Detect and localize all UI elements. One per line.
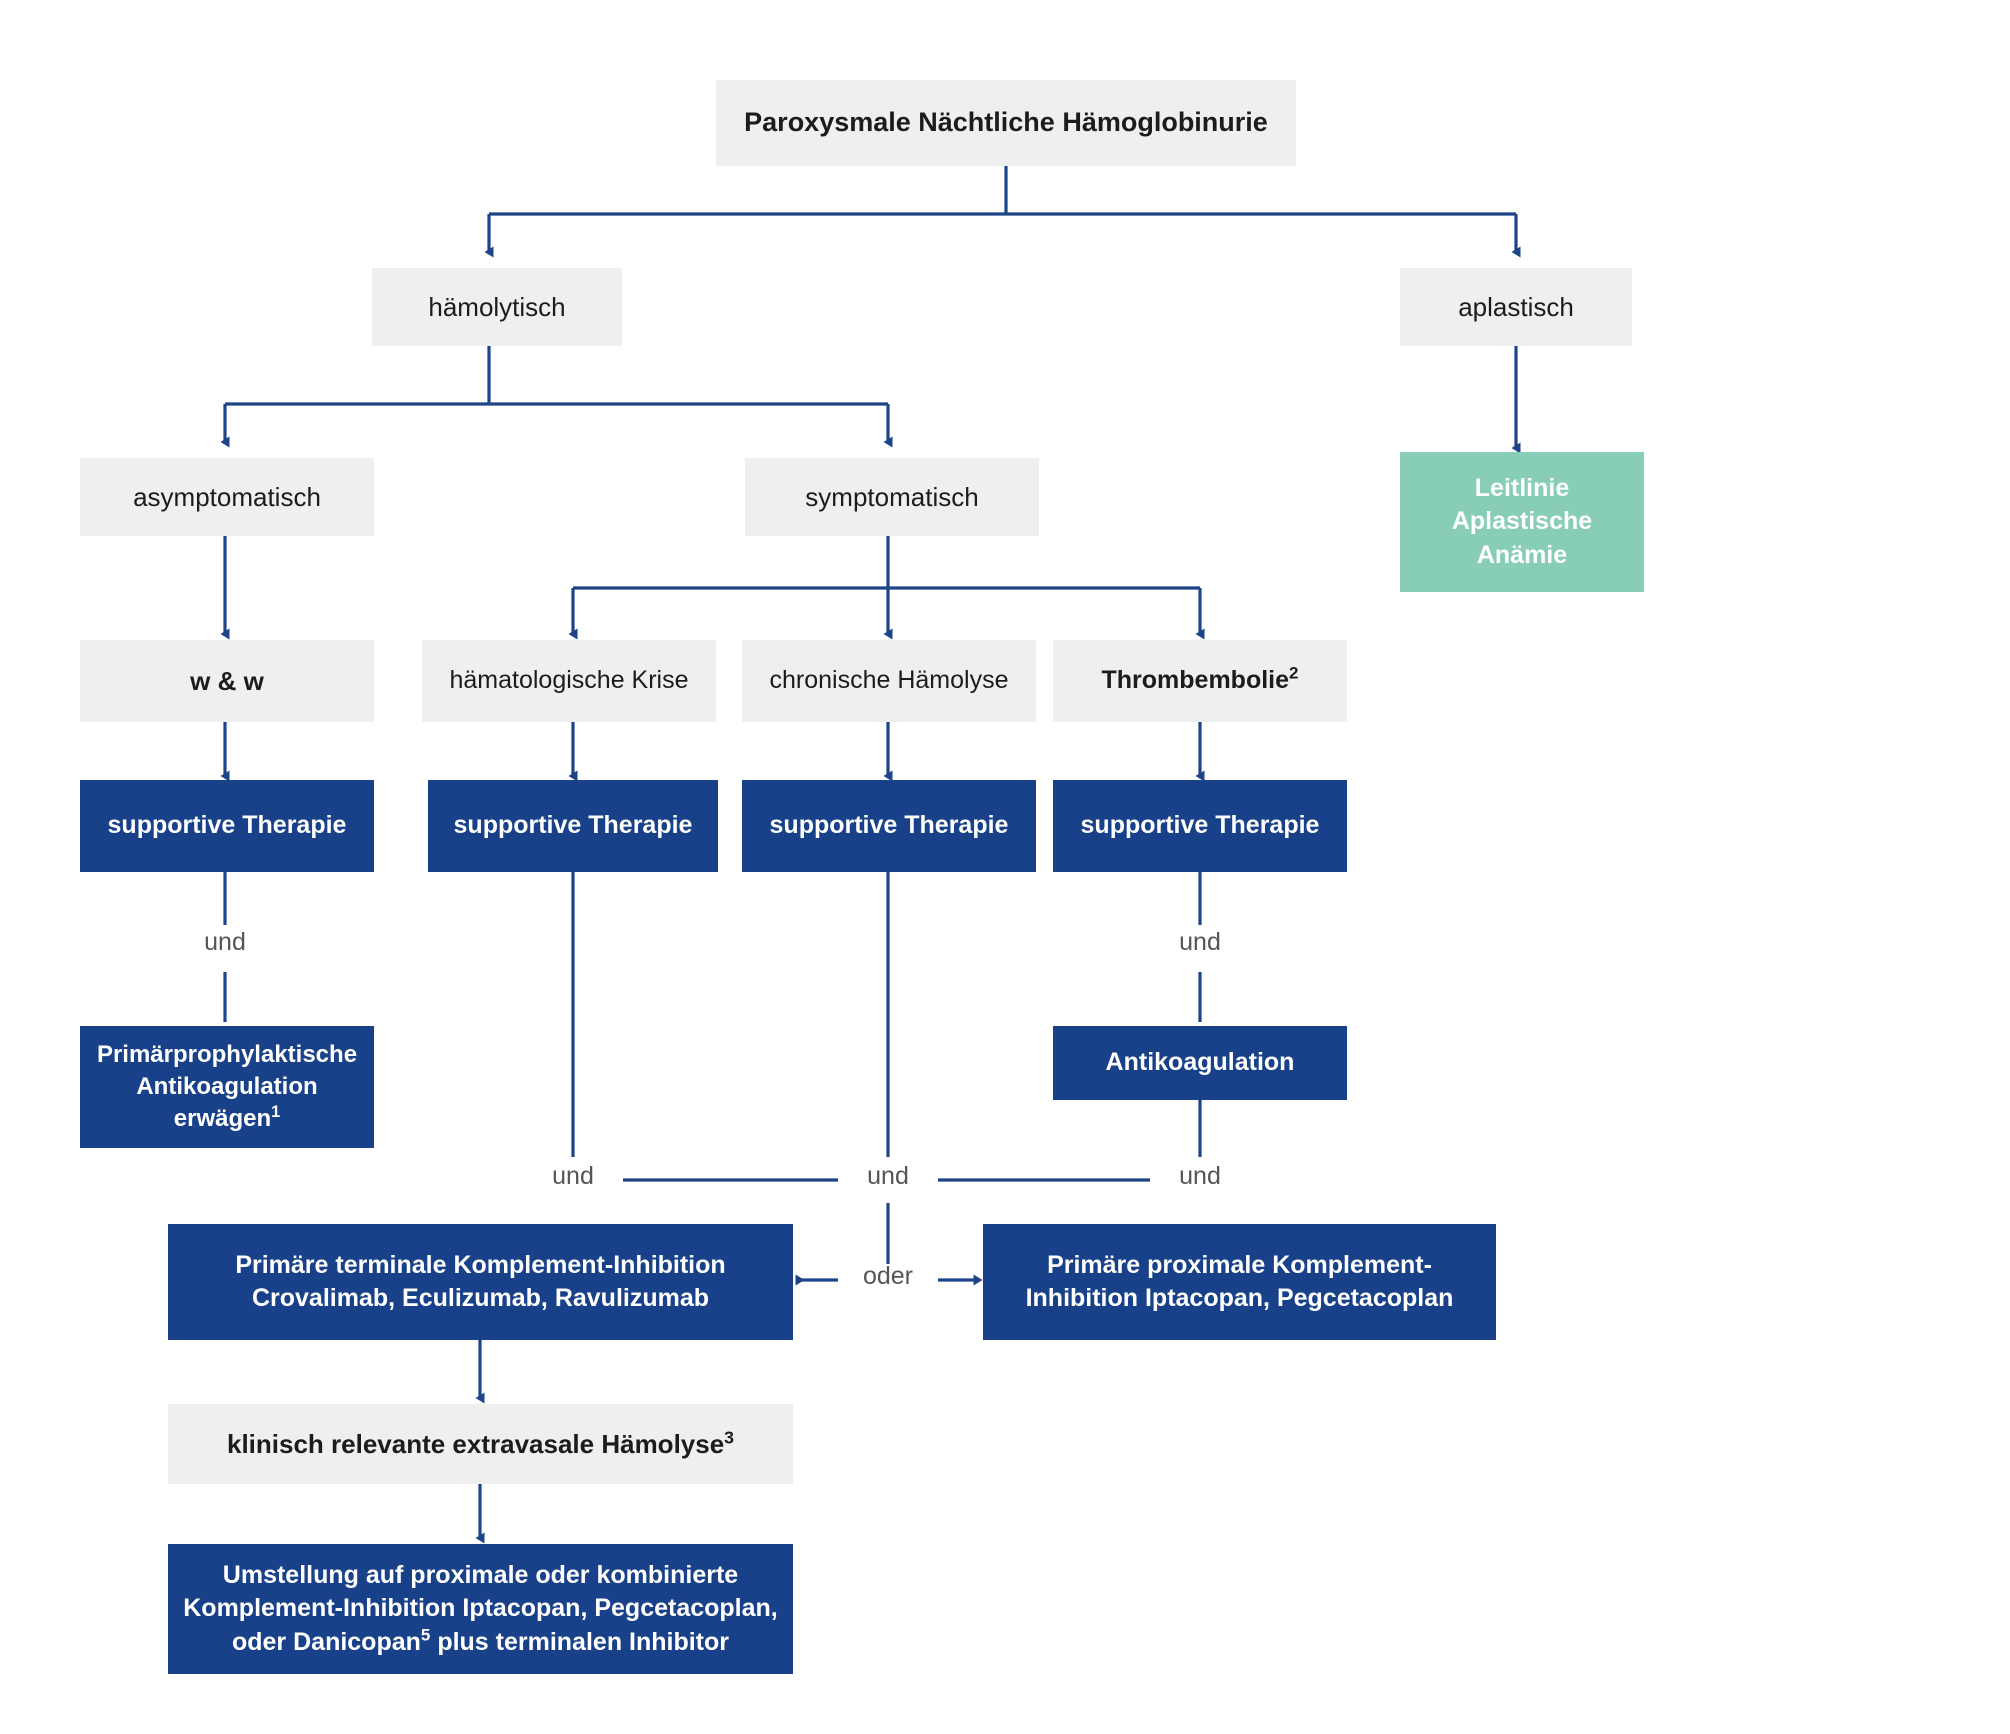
node-leitlinie-label: Leitlinie Aplastische Anämie xyxy=(1451,474,1593,569)
node-supportive-therapie-4-label: supportive Therapie xyxy=(1080,811,1320,840)
node-aplastisch[interactable]: aplastisch xyxy=(1400,268,1632,346)
node-supportive-therapie-4[interactable]: supportive Therapie xyxy=(1053,780,1347,872)
node-haematologische-krise[interactable]: hämatologische Krise xyxy=(422,640,716,722)
node-antikoagulation-label: Antikoagulation xyxy=(1105,1048,1295,1077)
node-supportive-therapie-2-label: supportive Therapie xyxy=(453,811,693,840)
node-supportive-therapie-1-label: supportive Therapie xyxy=(107,811,347,840)
node-supportive-therapie-3-label: supportive Therapie xyxy=(769,811,1009,840)
extravasale-footnote-marker: 3 xyxy=(724,1427,735,1448)
primaerprophylaxe-footnote-marker: 1 xyxy=(271,1102,281,1121)
node-terminale-label: Primäre terminale Komplement-Inhibition … xyxy=(235,1250,726,1312)
node-proximale-label: Primäre proximale Komplement-Inhibition … xyxy=(1025,1250,1454,1312)
node-leitlinie-aplastische-anaemie[interactable]: Leitlinie Aplastische Anämie xyxy=(1400,452,1644,592)
connector-label-und-left: und xyxy=(523,1164,623,1198)
node-primaerprophylaxe-label: Primärprophylaktische Antikoagulation er… xyxy=(96,1041,358,1132)
node-watch-and-wait[interactable]: w & w xyxy=(80,640,374,722)
connector-label-oder: oder xyxy=(838,1264,938,1298)
node-umstellung-label: Umstellung auf proximale oder kombiniert… xyxy=(183,1561,778,1656)
node-watch-and-wait-label: w & w xyxy=(190,665,264,696)
thrombembolie-footnote-marker: 2 xyxy=(1289,664,1299,684)
node-klinisch-relevante-extravasale-haemolyse[interactable]: klinisch relevante extravasale Hämolyse3 xyxy=(168,1404,793,1484)
node-umstellung-proximale-kombinierte[interactable]: Umstellung auf proximale oder kombiniert… xyxy=(168,1544,793,1674)
node-symptomatisch-label: symptomatisch xyxy=(805,481,979,512)
node-chronische-haemolyse-label: chronische Hämolyse xyxy=(769,666,1009,695)
node-thrombembolie[interactable]: Thrombembolie2 xyxy=(1053,640,1347,722)
node-primaere-terminale-komplement-inhibition[interactable]: Primäre terminale Komplement-Inhibition … xyxy=(168,1224,793,1340)
node-chronische-haemolyse[interactable]: chronische Hämolyse xyxy=(742,640,1036,722)
node-haematologische-krise-label: hämatologische Krise xyxy=(449,666,689,695)
node-thrombembolie-label: Thrombembolie2 xyxy=(1101,664,1299,695)
node-primaerprophylaktische-antikoagulation[interactable]: Primärprophylaktische Antikoagulation er… xyxy=(80,1026,374,1148)
node-haemolytisch-label: hämolytisch xyxy=(428,291,566,322)
node-aplastisch-label: aplastisch xyxy=(1458,291,1574,322)
connector-label-und-center: und xyxy=(838,1164,938,1198)
node-extravasale-label: klinisch relevante extravasale Hämolyse3 xyxy=(226,1427,735,1459)
node-antikoagulation[interactable]: Antikoagulation xyxy=(1053,1026,1347,1100)
node-root[interactable]: Paroxysmale Nächtliche Hämoglobinurie xyxy=(716,80,1296,166)
node-asymptomatisch[interactable]: asymptomatisch xyxy=(80,458,374,536)
node-asymptomatisch-label: asymptomatisch xyxy=(133,481,321,512)
connector-label-und-right: und xyxy=(1150,1164,1250,1198)
node-supportive-therapie-1[interactable]: supportive Therapie xyxy=(80,780,374,872)
node-supportive-therapie-3[interactable]: supportive Therapie xyxy=(742,780,1036,872)
node-supportive-therapie-2[interactable]: supportive Therapie xyxy=(428,780,718,872)
node-symptomatisch[interactable]: symptomatisch xyxy=(745,458,1039,536)
node-root-label: Paroxysmale Nächtliche Hämoglobinurie xyxy=(744,107,1268,138)
connector-label-und-asymptomatisch: und xyxy=(175,930,275,964)
node-haemolytisch[interactable]: hämolytisch xyxy=(372,268,622,346)
node-primaere-proximale-komplement-inhibition[interactable]: Primäre proximale Komplement-Inhibition … xyxy=(983,1224,1496,1340)
connector-label-und-thrombembolie: und xyxy=(1150,930,1250,964)
umstellung-footnote-marker: 5 xyxy=(420,1625,431,1645)
